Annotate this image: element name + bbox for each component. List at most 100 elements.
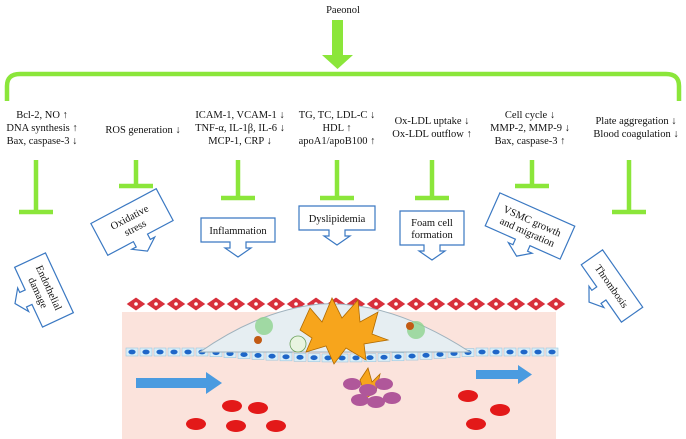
red-blood-cell bbox=[490, 404, 510, 416]
endothelial-nucleus bbox=[548, 349, 556, 355]
mechanism-line: Plate aggregation ↓ bbox=[595, 116, 677, 127]
blood-flow-arrow bbox=[136, 372, 222, 394]
outcome-box-frame bbox=[580, 249, 644, 323]
cell-nucleus bbox=[374, 302, 378, 306]
red-blood-cell bbox=[222, 400, 242, 412]
endothelial-nucleus bbox=[254, 353, 262, 358]
blood-flow-arrow bbox=[476, 365, 532, 384]
foam-cell-cluster bbox=[299, 297, 390, 365]
endothelial-nucleus bbox=[324, 355, 332, 361]
mechanism-line: ICAM-1, VCAM-1 ↓ bbox=[195, 110, 285, 121]
endothelial-nucleus bbox=[492, 349, 500, 355]
cell-nucleus bbox=[194, 302, 198, 306]
endothelial-nucleus bbox=[184, 349, 192, 355]
cell-nucleus bbox=[274, 302, 278, 306]
mechanism-dyslipidemia: TG, TC, LDL-C ↓ HDL ↑ apoA1/apoB100 ↑ bbox=[292, 109, 382, 148]
mechanism-vsmc: Cell cycle ↓ MMP-2, MMP-9 ↓ Bax, caspase… bbox=[486, 109, 574, 148]
endothelial-nucleus bbox=[394, 354, 402, 360]
endothelial-nucleus bbox=[520, 349, 528, 355]
endothelial-nucleus bbox=[338, 355, 346, 361]
endothelial-nucleus bbox=[436, 352, 444, 357]
cell-nucleus bbox=[454, 302, 458, 306]
red-blood-cell bbox=[466, 418, 486, 430]
cell-nucleus bbox=[174, 302, 178, 306]
endothelial-nucleus bbox=[408, 353, 416, 359]
endothelial-nucleus bbox=[310, 355, 318, 361]
cell-nucleus bbox=[254, 302, 258, 306]
mechanism-line: MCP-1, CRP ↓ bbox=[208, 136, 272, 147]
outcome-box-frame bbox=[298, 205, 376, 246]
endothelial-nucleus bbox=[142, 349, 150, 355]
endothelial-nucleus bbox=[478, 349, 486, 355]
mechanism-line: apoA1/apoB100 ↑ bbox=[298, 136, 376, 147]
endothelial-nucleus bbox=[240, 352, 248, 357]
inhibition-bars bbox=[19, 160, 646, 215]
outcome-box-frame bbox=[200, 217, 276, 258]
endothelial-nucleus bbox=[156, 349, 164, 355]
main-down-arrow bbox=[322, 20, 353, 69]
cell-nucleus bbox=[494, 302, 498, 306]
red-blood-cell bbox=[186, 418, 206, 430]
endothelial-nucleus bbox=[268, 353, 276, 359]
plaque bbox=[198, 297, 472, 399]
mechanism-line: HDL ↑ bbox=[322, 123, 352, 134]
mechanism-line: Cell cycle ↓ bbox=[504, 110, 556, 121]
lipid-droplet bbox=[254, 336, 262, 344]
endothelial-nucleus bbox=[534, 349, 542, 355]
endothelial-nucleus bbox=[366, 355, 374, 361]
mechanism-line: Bax, caspase-3 ↑ bbox=[494, 136, 566, 147]
red-blood-cell bbox=[248, 402, 268, 414]
outcome-box-frame bbox=[90, 187, 174, 257]
cell-nucleus bbox=[414, 302, 418, 306]
mechanism-line: MMP-2, MMP-9 ↓ bbox=[490, 123, 570, 134]
cell-nucleus bbox=[134, 302, 138, 306]
mechanism-inflammation: ICAM-1, VCAM-1 ↓ TNF-α, IL-1β, IL-6 ↓ MC… bbox=[188, 109, 292, 148]
mechanism-oxidative: ROS generation ↓ bbox=[98, 124, 188, 137]
endothelial-nucleus bbox=[282, 354, 290, 360]
endothelial-nucleus bbox=[170, 349, 178, 355]
cell-nucleus bbox=[434, 302, 438, 306]
endothelial-nucleus bbox=[380, 354, 388, 360]
outcome-label: Foam cell bbox=[411, 218, 453, 229]
endothelial-nucleus bbox=[128, 349, 136, 355]
mechanism-endothelial: Bcl-2, NO ↑ DNA synthesis ↑ Bax, caspase… bbox=[2, 109, 82, 148]
mechanism-line: TNF-α, IL-1β, IL-6 ↓ bbox=[195, 123, 285, 134]
endothelial-nucleus bbox=[296, 354, 304, 360]
red-blood-cell bbox=[226, 420, 246, 432]
outcome-box-frame bbox=[13, 252, 75, 328]
cell-nucleus bbox=[514, 302, 518, 306]
cell-nucleus bbox=[394, 302, 398, 306]
red-blood-cells bbox=[186, 390, 510, 432]
mechanism-line: Bax, caspase-3 ↓ bbox=[6, 136, 78, 147]
cell-nucleus bbox=[534, 302, 538, 306]
cell-nucleus bbox=[214, 302, 218, 306]
green-brace bbox=[4, 71, 682, 101]
platelet-cluster bbox=[343, 378, 401, 408]
paeonol-title: Paeonol bbox=[326, 5, 360, 16]
red-blood-cell bbox=[266, 420, 286, 432]
outcome-box-frame bbox=[399, 210, 465, 261]
outcome-box-dyslipidemia: Dyslipidemia bbox=[298, 205, 376, 246]
mechanism-foam-cell: Ox-LDL uptake ↓ Ox-LDL outflow ↑ bbox=[388, 115, 476, 141]
endothelial-nucleus bbox=[506, 349, 514, 355]
outcome-label: Dyslipidemia bbox=[309, 214, 366, 225]
outcome-label: Inflammation bbox=[209, 226, 267, 237]
mechanism-line: Ox-LDL uptake ↓ bbox=[394, 116, 470, 127]
mechanism-line: Ox-LDL outflow ↑ bbox=[392, 129, 472, 140]
red-blood-cell bbox=[458, 390, 478, 402]
cell-nucleus bbox=[234, 302, 238, 306]
outcome-box-thrombosis: Thrombosis bbox=[580, 249, 644, 323]
cell-nucleus bbox=[154, 302, 158, 306]
mechanism-line: DNA synthesis ↑ bbox=[6, 123, 78, 134]
cell-nucleus bbox=[474, 302, 478, 306]
cell-nucleus bbox=[554, 302, 558, 306]
mechanism-thrombosis: Plate aggregation ↓ Blood coagulation ↓ bbox=[586, 115, 686, 141]
outcome-box-frame bbox=[484, 192, 576, 260]
endothelial-nucleus bbox=[352, 355, 360, 361]
outcome-box-inflammation: Inflammation bbox=[200, 217, 276, 258]
cell-nucleus bbox=[294, 302, 298, 306]
